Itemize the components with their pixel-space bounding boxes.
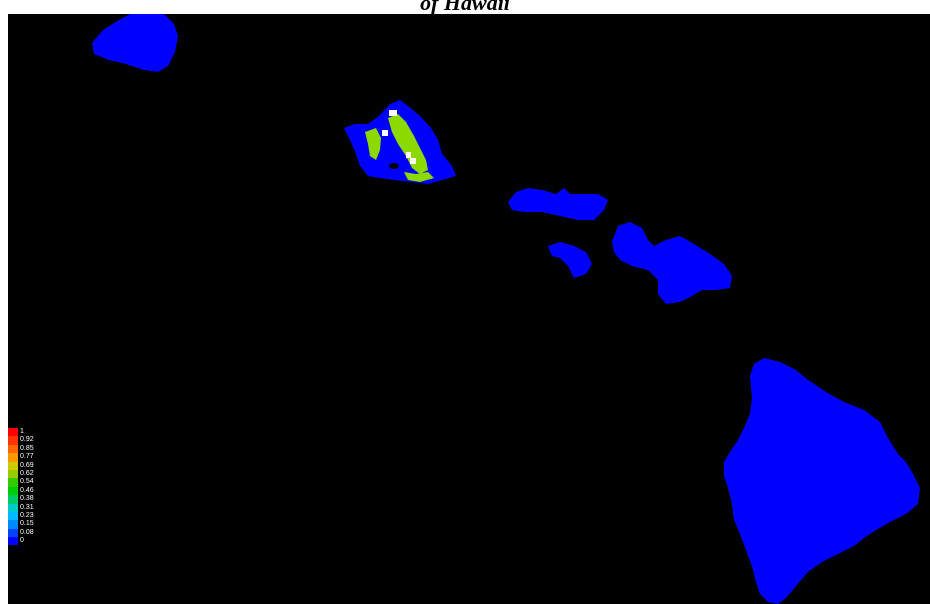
legend-row: 0.46: [8, 486, 68, 496]
legend-row: 0.31: [8, 503, 68, 512]
legend-swatch: [8, 478, 18, 487]
legend-swatch: [8, 486, 18, 496]
legend-row: 0: [8, 537, 68, 546]
legend-row: 0.85: [8, 444, 68, 454]
oahu-white-patch-4: [410, 158, 416, 164]
legend-row: 0.69: [8, 461, 68, 470]
legend-swatch: [8, 537, 18, 546]
legend-swatch: [8, 453, 18, 462]
legend-label: 0.23: [20, 511, 34, 519]
legend-row: 0.92: [8, 436, 68, 445]
oahu-white-patch-3: [406, 152, 411, 158]
island-kauai: [92, 14, 178, 72]
legend-label: 0.92: [20, 436, 34, 444]
legend-row: 0.38: [8, 495, 68, 504]
legend-label: 0.62: [20, 469, 34, 477]
legend-label: 0.08: [20, 528, 34, 536]
oahu-green-west: [365, 128, 381, 160]
island-lanai: [548, 242, 592, 278]
legend-label: 0.85: [20, 444, 34, 452]
legend-label: 0.31: [20, 503, 34, 511]
legend-swatch: [8, 503, 18, 512]
legend-label: 0.54: [20, 478, 34, 486]
island-maui: [612, 222, 732, 304]
legend-label: 1: [20, 428, 24, 435]
oahu-white-patch-2: [382, 130, 388, 136]
legend-label: 0.15: [20, 520, 34, 528]
legend-label: 0.38: [20, 495, 34, 503]
legend-row: 0.23: [8, 511, 68, 521]
island-hawaii: [724, 358, 920, 604]
legend-swatch: [8, 444, 18, 454]
legend-swatch: [8, 495, 18, 504]
island-molokai: [508, 188, 608, 220]
legend-swatch: [8, 511, 18, 521]
legend-row: 0.15: [8, 520, 68, 529]
title-band: of Hawaii: [0, 0, 930, 14]
oahu-white-patch-1: [389, 110, 397, 116]
legend-row: 0.62: [8, 469, 68, 479]
legend-row: 1: [8, 428, 68, 437]
hawaii-map: [92, 14, 920, 604]
legend-row: 0.08: [8, 528, 68, 538]
legend-label: 0.69: [20, 461, 34, 469]
map-title: of Hawaii: [420, 0, 510, 14]
legend-swatch: [8, 428, 18, 437]
oahu-green-band: [388, 114, 428, 174]
legend-label: 0: [20, 537, 24, 545]
legend-swatch: [8, 520, 18, 529]
oahu-green-south: [404, 172, 434, 182]
legend-label: 0.77: [20, 453, 34, 461]
legend-swatch: [8, 461, 18, 470]
oahu-pearl-harbor: [389, 163, 399, 169]
legend-swatch: [8, 436, 18, 445]
legend-swatch: [8, 469, 18, 479]
legend-swatch: [8, 528, 18, 538]
legend-label: 0.46: [20, 486, 34, 494]
legend-row: 0.54: [8, 478, 68, 487]
legend-row: 0.77: [8, 453, 68, 462]
